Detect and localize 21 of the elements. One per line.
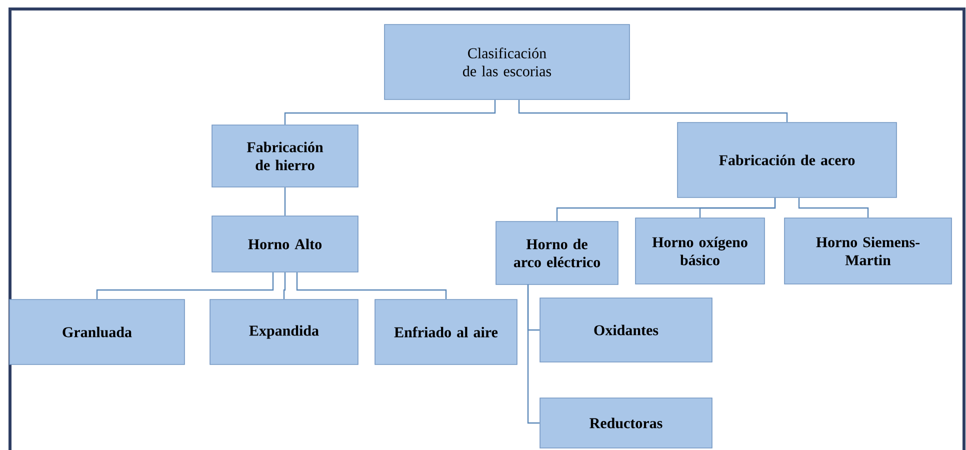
- connector-line: [283, 272, 286, 300]
- process-box: Oxidantes: [540, 298, 712, 362]
- connector-line: [296, 272, 447, 300]
- process-box: Reductoras: [540, 398, 712, 448]
- process-box: Horno Siemens-Martin: [784, 218, 952, 284]
- connector-line: [284, 187, 286, 216]
- process-box: Horno de arco eléctrico: [496, 221, 618, 285]
- connector-line: [284, 100, 496, 125]
- process-box: Horno Alto: [212, 216, 358, 272]
- process-box: Expandida: [210, 299, 358, 365]
- connector-line: [518, 100, 788, 122]
- connector-line: [96, 272, 274, 300]
- process-box: Horno oxígeno básico: [635, 218, 765, 284]
- process-box: Enfriado al aire: [374, 299, 518, 365]
- process-box: Granluada: [9, 299, 185, 365]
- connector-line: [527, 284, 540, 424]
- process-box: Fabricación de hierro: [212, 124, 358, 188]
- process-box: Clasificación de las escorias: [384, 24, 630, 100]
- process-box: Fabricación de acero: [677, 122, 897, 198]
- connector-line: [798, 198, 869, 218]
- connector-line: [699, 198, 776, 218]
